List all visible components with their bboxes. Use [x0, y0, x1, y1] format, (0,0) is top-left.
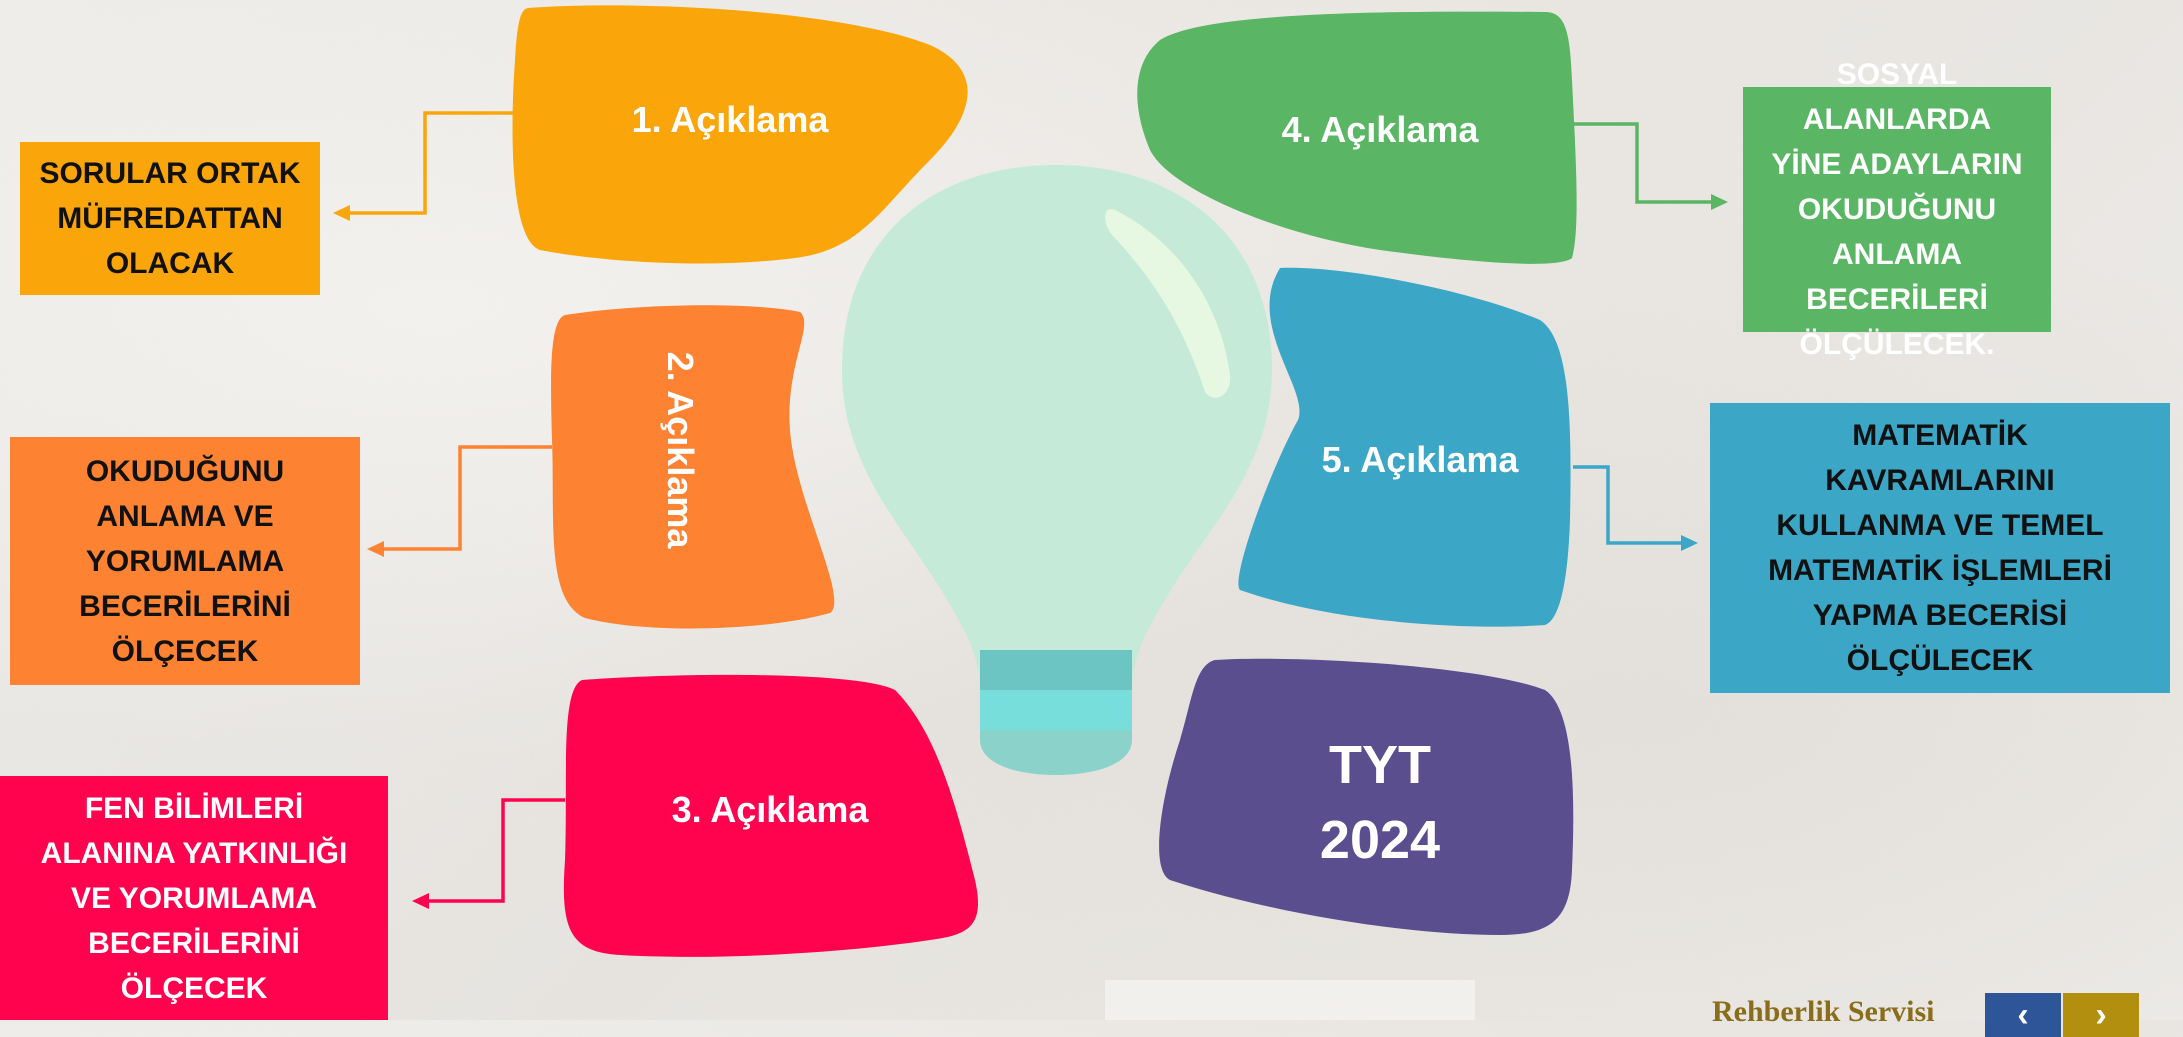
arrow-head-5-icon — [1681, 535, 1698, 551]
blob-1 — [512, 5, 968, 264]
blob-center — [1159, 658, 1574, 935]
info-text-1: SORULAR ORTAK MÜFREDATTAN OLACAK — [39, 157, 301, 280]
center-title-line2: 2024 — [1319, 810, 1441, 870]
connector-1 — [345, 111, 515, 215]
info-text-2: OKUDUĞUNU ANLAMA VE YORUMLAMA BECERİLERİ… — [79, 454, 291, 668]
connector-5 — [1573, 465, 1685, 545]
info-box-1 — [20, 142, 320, 295]
footer-label: Rehberlik Servisi — [1712, 995, 1935, 1028]
arrow-head-4-icon — [1711, 194, 1728, 210]
connector-2 — [380, 445, 552, 551]
info-box-2-text: OKUDUĞUNU ANLAMA VE YORUMLAMA BECERİLERİ… — [10, 437, 360, 685]
chevron-left-icon: ‹ — [2017, 995, 2029, 1034]
info-box-2 — [10, 437, 360, 685]
blob-4-label: 4. Açıklama — [1281, 109, 1479, 150]
blob-5-label: 5. Açıklama — [1321, 439, 1519, 480]
blob-3 — [563, 674, 978, 957]
connector-3 — [425, 798, 565, 903]
footer-panel — [1105, 980, 1475, 1020]
connector-4 — [1573, 122, 1715, 204]
info-text-4: SOSYAL ALANLARDA YİNE ADAYLARIN OKUDUĞUN… — [1771, 58, 2023, 361]
info-box-5-text: MATEMATİK KAVRAMLARINI KULLANMA VE TEMEL… — [1710, 403, 2170, 693]
center-title-line1: TYT — [1329, 735, 1431, 795]
blob-4 — [1137, 11, 1577, 264]
next-slide-button[interactable]: › — [2063, 993, 2139, 1037]
arrow-head-2-icon — [367, 541, 384, 557]
info-box-1-text: SORULAR ORTAK MÜFREDATTAN OLACAK — [20, 142, 320, 295]
info-box-3-text: FEN BİLİMLERİ ALANINA YATKINLIĞI VE YORU… — [0, 776, 388, 1020]
blob-2 — [551, 305, 835, 629]
prev-slide-button[interactable]: ‹ — [1985, 993, 2061, 1037]
chevron-right-icon: › — [2095, 995, 2107, 1034]
info-text-5: MATEMATİK KAVRAMLARINI KULLANMA VE TEMEL… — [1768, 419, 2112, 677]
arrow-head-1-icon — [333, 205, 350, 221]
blob-3-label: 3. Açıklama — [671, 789, 869, 830]
info-text-3: FEN BİLİMLERİ ALANINA YATKINLIĞI VE YORU… — [40, 791, 348, 1005]
arrow-head-3-icon — [412, 893, 429, 909]
info-box-5 — [1710, 403, 2170, 693]
blob-1-label: 1. Açıklama — [631, 99, 829, 140]
info-box-4-text: SOSYAL ALANLARDA YİNE ADAYLARIN OKUDUĞUN… — [1743, 58, 2051, 361]
info-box-4 — [1743, 87, 2051, 332]
blob-5 — [1238, 267, 1571, 627]
light-bulb-icon — [842, 165, 1272, 775]
info-box-3 — [0, 776, 388, 1020]
blob-2-label: 2. Açıklama — [660, 351, 701, 549]
